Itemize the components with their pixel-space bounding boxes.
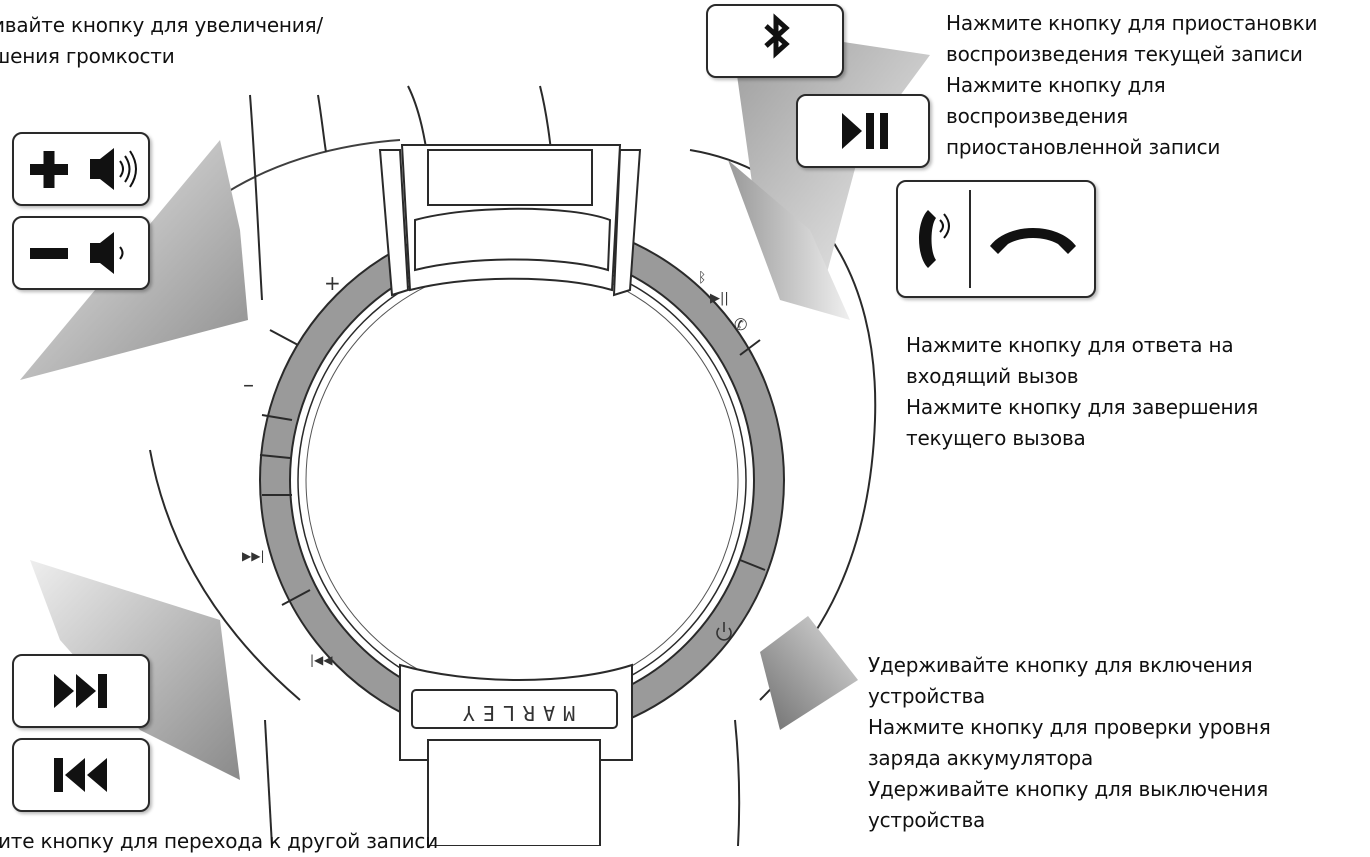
previous-track-button[interactable] [12,738,150,812]
bluetooth-button[interactable] [706,4,844,78]
plus-icon [30,151,68,188]
annotation-volume: ивайте кнопку для увеличения/ шения гром… [0,10,323,72]
annotation-line: приостановленной записи [946,135,1221,159]
speaker-icon [90,232,124,274]
ring-phone-icon: ✆ [734,315,747,334]
annotation-line: входящий вызов [906,364,1079,388]
next-track-icon [54,674,107,708]
ring-power-icon [716,622,732,641]
annotation-line: текущего вызова [906,426,1086,450]
ring-previous-icon: |◀◀ [310,653,333,667]
annotation-line: ивайте кнопку для увеличения/ [0,13,323,37]
bluetooth-icon [764,13,790,59]
ring-play-pause-icon: ▶|| [710,291,729,306]
annotation-line: Нажмите кнопку для завершения [906,395,1259,419]
pointer-call [728,160,850,320]
annotation-line: Нажмите кнопку для приостановки [946,11,1318,35]
annotation-play-pause: Нажмите кнопку для приостановки воспроиз… [946,8,1318,163]
play-pause-icon [842,113,888,149]
annotation-line: воспроизведения [946,104,1128,128]
previous-track-icon [54,758,107,792]
brand-mark: MARLEY [455,701,575,725]
annotation-line: Нажмите кнопку для ответа на [906,333,1234,357]
ring-minus-icon: – [243,373,254,398]
yoke-bottom [399,663,633,846]
annotation-call: Нажмите кнопку для ответа на входящий вы… [906,330,1258,454]
call-button[interactable] [896,180,1096,298]
annotation-track: ите кнопку для перехода к другой записи [0,826,438,857]
phone-ringing-icon [919,210,950,268]
annotation-line: Нажмите кнопку для [946,73,1166,97]
ring-plus-icon: + [324,271,341,295]
hang-up-icon [990,228,1076,254]
annotation-line: устройства [868,684,986,708]
annotation-line: ите кнопку для перехода к другой записи [0,829,439,853]
speaker-icon [90,148,137,190]
yoke-top [378,144,642,297]
annotation-power: Удерживайте кнопку для включения устройс… [868,650,1271,836]
annotation-line: Удерживайте кнопку для выключения [868,777,1269,801]
annotation-line: заряда аккумулятора [868,746,1094,770]
annotation-line: Нажмите кнопку для проверки уровня [868,715,1271,739]
inner-cushion [289,247,755,713]
annotation-line: воспроизведения текущей записи [946,42,1303,66]
ring-bluetooth-icon: ᛒ [698,270,706,286]
minus-icon [30,248,68,259]
annotation-line: шения громкости [0,44,175,68]
pointer-power [760,616,858,730]
annotation-line: устройства [868,808,986,832]
ring-next-icon: ▶▶| [242,549,265,563]
annotation-line: Удерживайте кнопку для включения [868,653,1253,677]
ring-dividers [259,329,766,606]
volume-up-button[interactable] [12,132,150,206]
volume-down-button[interactable] [12,216,150,290]
play-pause-button[interactable] [796,94,930,168]
next-track-button[interactable] [12,654,150,728]
